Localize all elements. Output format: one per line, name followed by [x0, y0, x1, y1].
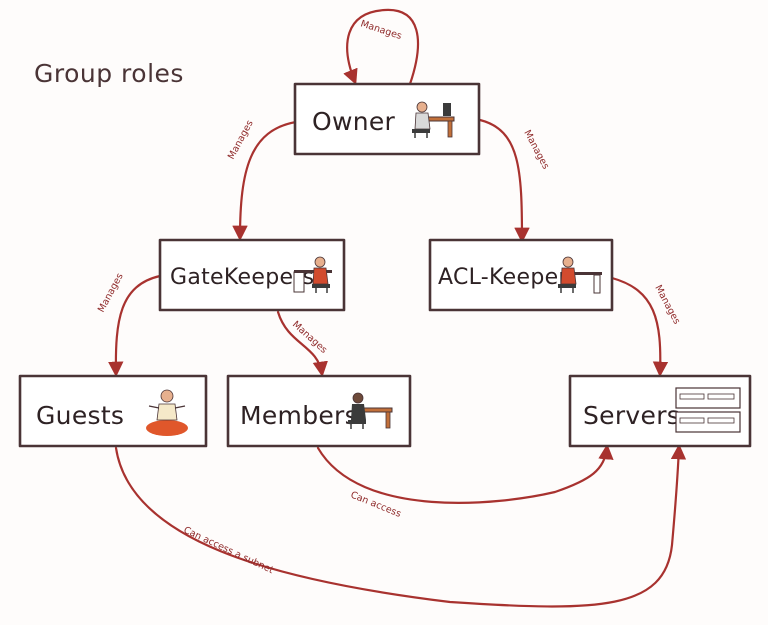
person-at-desk-icon — [558, 256, 602, 294]
server-rack-icon — [675, 387, 741, 433]
edge-aclkeeper-servers — [610, 276, 669, 378]
edge-label-gatekeepers-guests: Manages — [96, 272, 126, 315]
node-members[interactable]: Members — [226, 374, 412, 448]
edge-label-owner-aclkeeper: Manages — [521, 128, 551, 171]
edge-members-servers — [316, 443, 614, 504]
diagram-title: Group roles — [34, 59, 184, 88]
node-servers-label: Servers — [583, 401, 680, 430]
node-gatekeepers-label: GateKeepers — [170, 265, 314, 290]
edge-label-guests-servers: Can access a subnet — [182, 525, 276, 576]
edge-gatekeepers-members — [276, 310, 328, 378]
edge-gatekeepers-guests — [108, 274, 162, 378]
person-at-desk-icon — [293, 256, 332, 293]
node-members-label: Members — [240, 401, 358, 430]
edge-owner-aclkeeper — [478, 118, 530, 244]
meditating-person-icon — [146, 389, 188, 436]
node-guests[interactable]: Guests — [18, 374, 208, 448]
node-guests-label: Guests — [36, 401, 124, 430]
edge-guests-servers — [114, 443, 687, 608]
node-owner-label: Owner — [312, 107, 396, 136]
person-at-desk-icon — [412, 101, 455, 138]
edge-label-members-servers: Can access — [349, 490, 403, 520]
edge-owner-self — [343, 8, 420, 86]
edge-label-owner-self: Manages — [359, 18, 403, 42]
node-gatekeepers[interactable]: GateKeepers — [158, 238, 346, 312]
node-servers[interactable]: Servers — [568, 374, 752, 448]
edge-owner-gatekeepers — [232, 120, 298, 242]
node-aclkeeper-label: ACL-Keeper — [438, 265, 568, 290]
node-owner[interactable]: Owner — [293, 82, 481, 156]
person-at-desk-icon — [348, 392, 393, 429]
node-aclkeeper[interactable]: ACL-Keeper — [428, 238, 614, 312]
